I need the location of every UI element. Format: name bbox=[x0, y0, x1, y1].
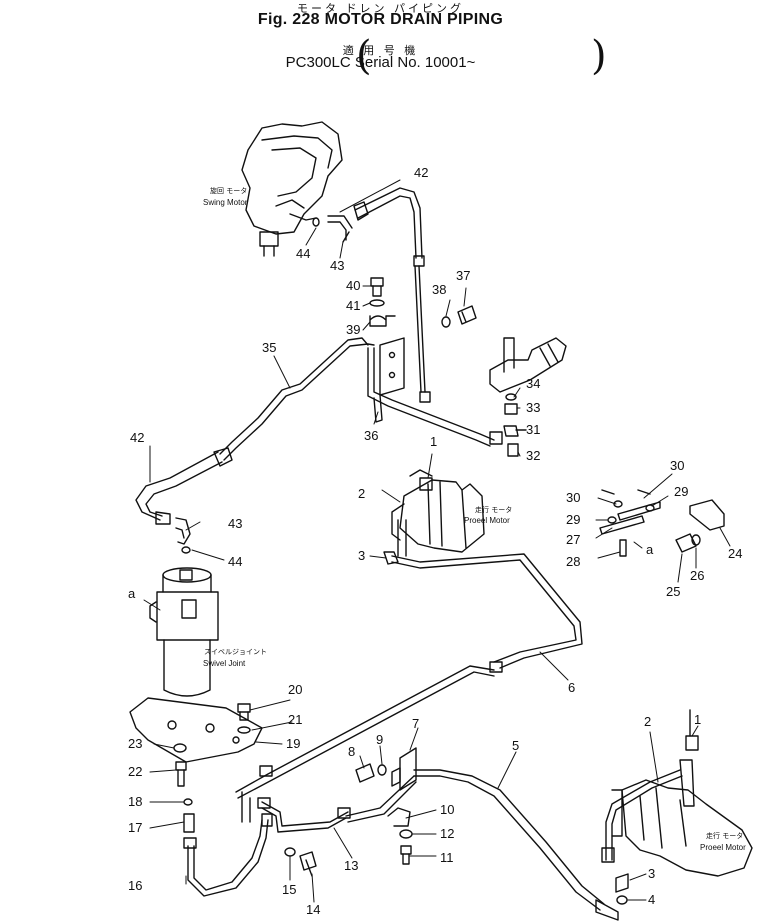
serial-range: PC300LC Serial No. 10001~ bbox=[285, 54, 476, 71]
callout-2-lower: 2 bbox=[644, 714, 651, 729]
callout-30-second: 30 bbox=[566, 490, 580, 505]
callout-5: 5 bbox=[512, 738, 519, 753]
travel-motor-lower-label-jp: 走行 モータ bbox=[706, 831, 743, 840]
callout-43-lower: 43 bbox=[228, 516, 242, 531]
swivel-joint-label-jp: スイベルジョイント bbox=[204, 648, 267, 656]
callout-33: 33 bbox=[526, 400, 540, 415]
callout-42-lower: 42 bbox=[130, 430, 144, 445]
callout-17: 17 bbox=[128, 820, 142, 835]
swivel-joint-drawing bbox=[149, 567, 219, 697]
swing-motor-drawing bbox=[241, 121, 343, 257]
callout-43: 43 bbox=[330, 258, 344, 273]
callout-39: 39 bbox=[346, 322, 360, 337]
callout-38: 38 bbox=[432, 282, 446, 297]
travel-motor-upper-label: Proeel Motor bbox=[464, 516, 510, 525]
callout-6: 6 bbox=[568, 680, 575, 695]
callout-20: 20 bbox=[288, 682, 302, 697]
callout-36: 36 bbox=[364, 428, 378, 443]
callout-2: 2 bbox=[358, 486, 365, 501]
callout-31: 31 bbox=[526, 422, 540, 437]
swing-motor-label-jp: 旋回 モータ bbox=[210, 186, 247, 195]
callout-42: 42 bbox=[414, 165, 428, 180]
callout-1: 1 bbox=[430, 434, 437, 449]
callout-22: 22 bbox=[128, 764, 142, 779]
callout-29-second: 29 bbox=[566, 512, 580, 527]
callout-15: 15 bbox=[282, 882, 296, 897]
callout-7: 7 bbox=[412, 716, 419, 731]
travel-motor-lower-label: Proeel Motor bbox=[700, 843, 746, 852]
callout-12: 12 bbox=[440, 826, 454, 841]
callout-18: 18 bbox=[128, 794, 142, 809]
callout-26: 26 bbox=[690, 568, 704, 583]
serial-label-japanese: 適 用 号 機 bbox=[342, 44, 419, 57]
callout-24: 24 bbox=[728, 546, 742, 561]
callout-21: 21 bbox=[288, 712, 302, 727]
callout-25: 25 bbox=[666, 584, 680, 599]
title-japanese: モータ ドレン パイピング bbox=[297, 2, 464, 15]
callout-37: 37 bbox=[456, 268, 470, 283]
callout-13: 13 bbox=[344, 858, 358, 873]
travel-motor-upper-label-jp: 走行 モータ bbox=[475, 505, 512, 514]
close-paren: ) bbox=[591, 33, 607, 79]
callout-3-lower: 3 bbox=[648, 866, 655, 881]
callout-29: 29 bbox=[674, 484, 688, 499]
callout-34: 34 bbox=[526, 376, 540, 391]
open-paren: ( bbox=[356, 33, 372, 79]
callout-11: 11 bbox=[440, 850, 454, 865]
callout-10: 10 bbox=[440, 802, 454, 817]
callout-40: 40 bbox=[346, 278, 360, 293]
callout-4: 4 bbox=[648, 892, 655, 907]
swivel-joint-label: Swivel Joint bbox=[203, 659, 246, 668]
figure-title: Fig. 228 MOTOR DRAIN PIPING bbox=[257, 11, 504, 28]
callout-23: 23 bbox=[128, 736, 142, 751]
callout-1-lower: 1 bbox=[694, 712, 701, 727]
callout-16: 16 bbox=[128, 878, 142, 893]
callout-a-swivel: a bbox=[128, 586, 136, 601]
callout-9: 9 bbox=[376, 732, 383, 747]
callout-44: 44 bbox=[296, 246, 310, 261]
callout-28: 28 bbox=[566, 554, 580, 569]
callout-3: 3 bbox=[358, 548, 365, 563]
callout-14: 14 bbox=[306, 902, 320, 917]
callout-27: 27 bbox=[566, 532, 580, 547]
callout-32: 32 bbox=[526, 448, 540, 463]
callout-8: 8 bbox=[348, 744, 355, 759]
callout-30: 30 bbox=[670, 458, 684, 473]
callout-44-lower: 44 bbox=[228, 554, 242, 569]
callout-a-bracket: a bbox=[646, 542, 654, 557]
travel-motor-lower-drawing bbox=[611, 779, 753, 877]
callout-41: 41 bbox=[346, 298, 360, 313]
swing-motor-label: Swing Motor bbox=[203, 198, 248, 207]
callout-19: 19 bbox=[286, 736, 300, 751]
callout-35: 35 bbox=[262, 340, 276, 355]
travel-motor-upper-drawing bbox=[391, 469, 485, 553]
